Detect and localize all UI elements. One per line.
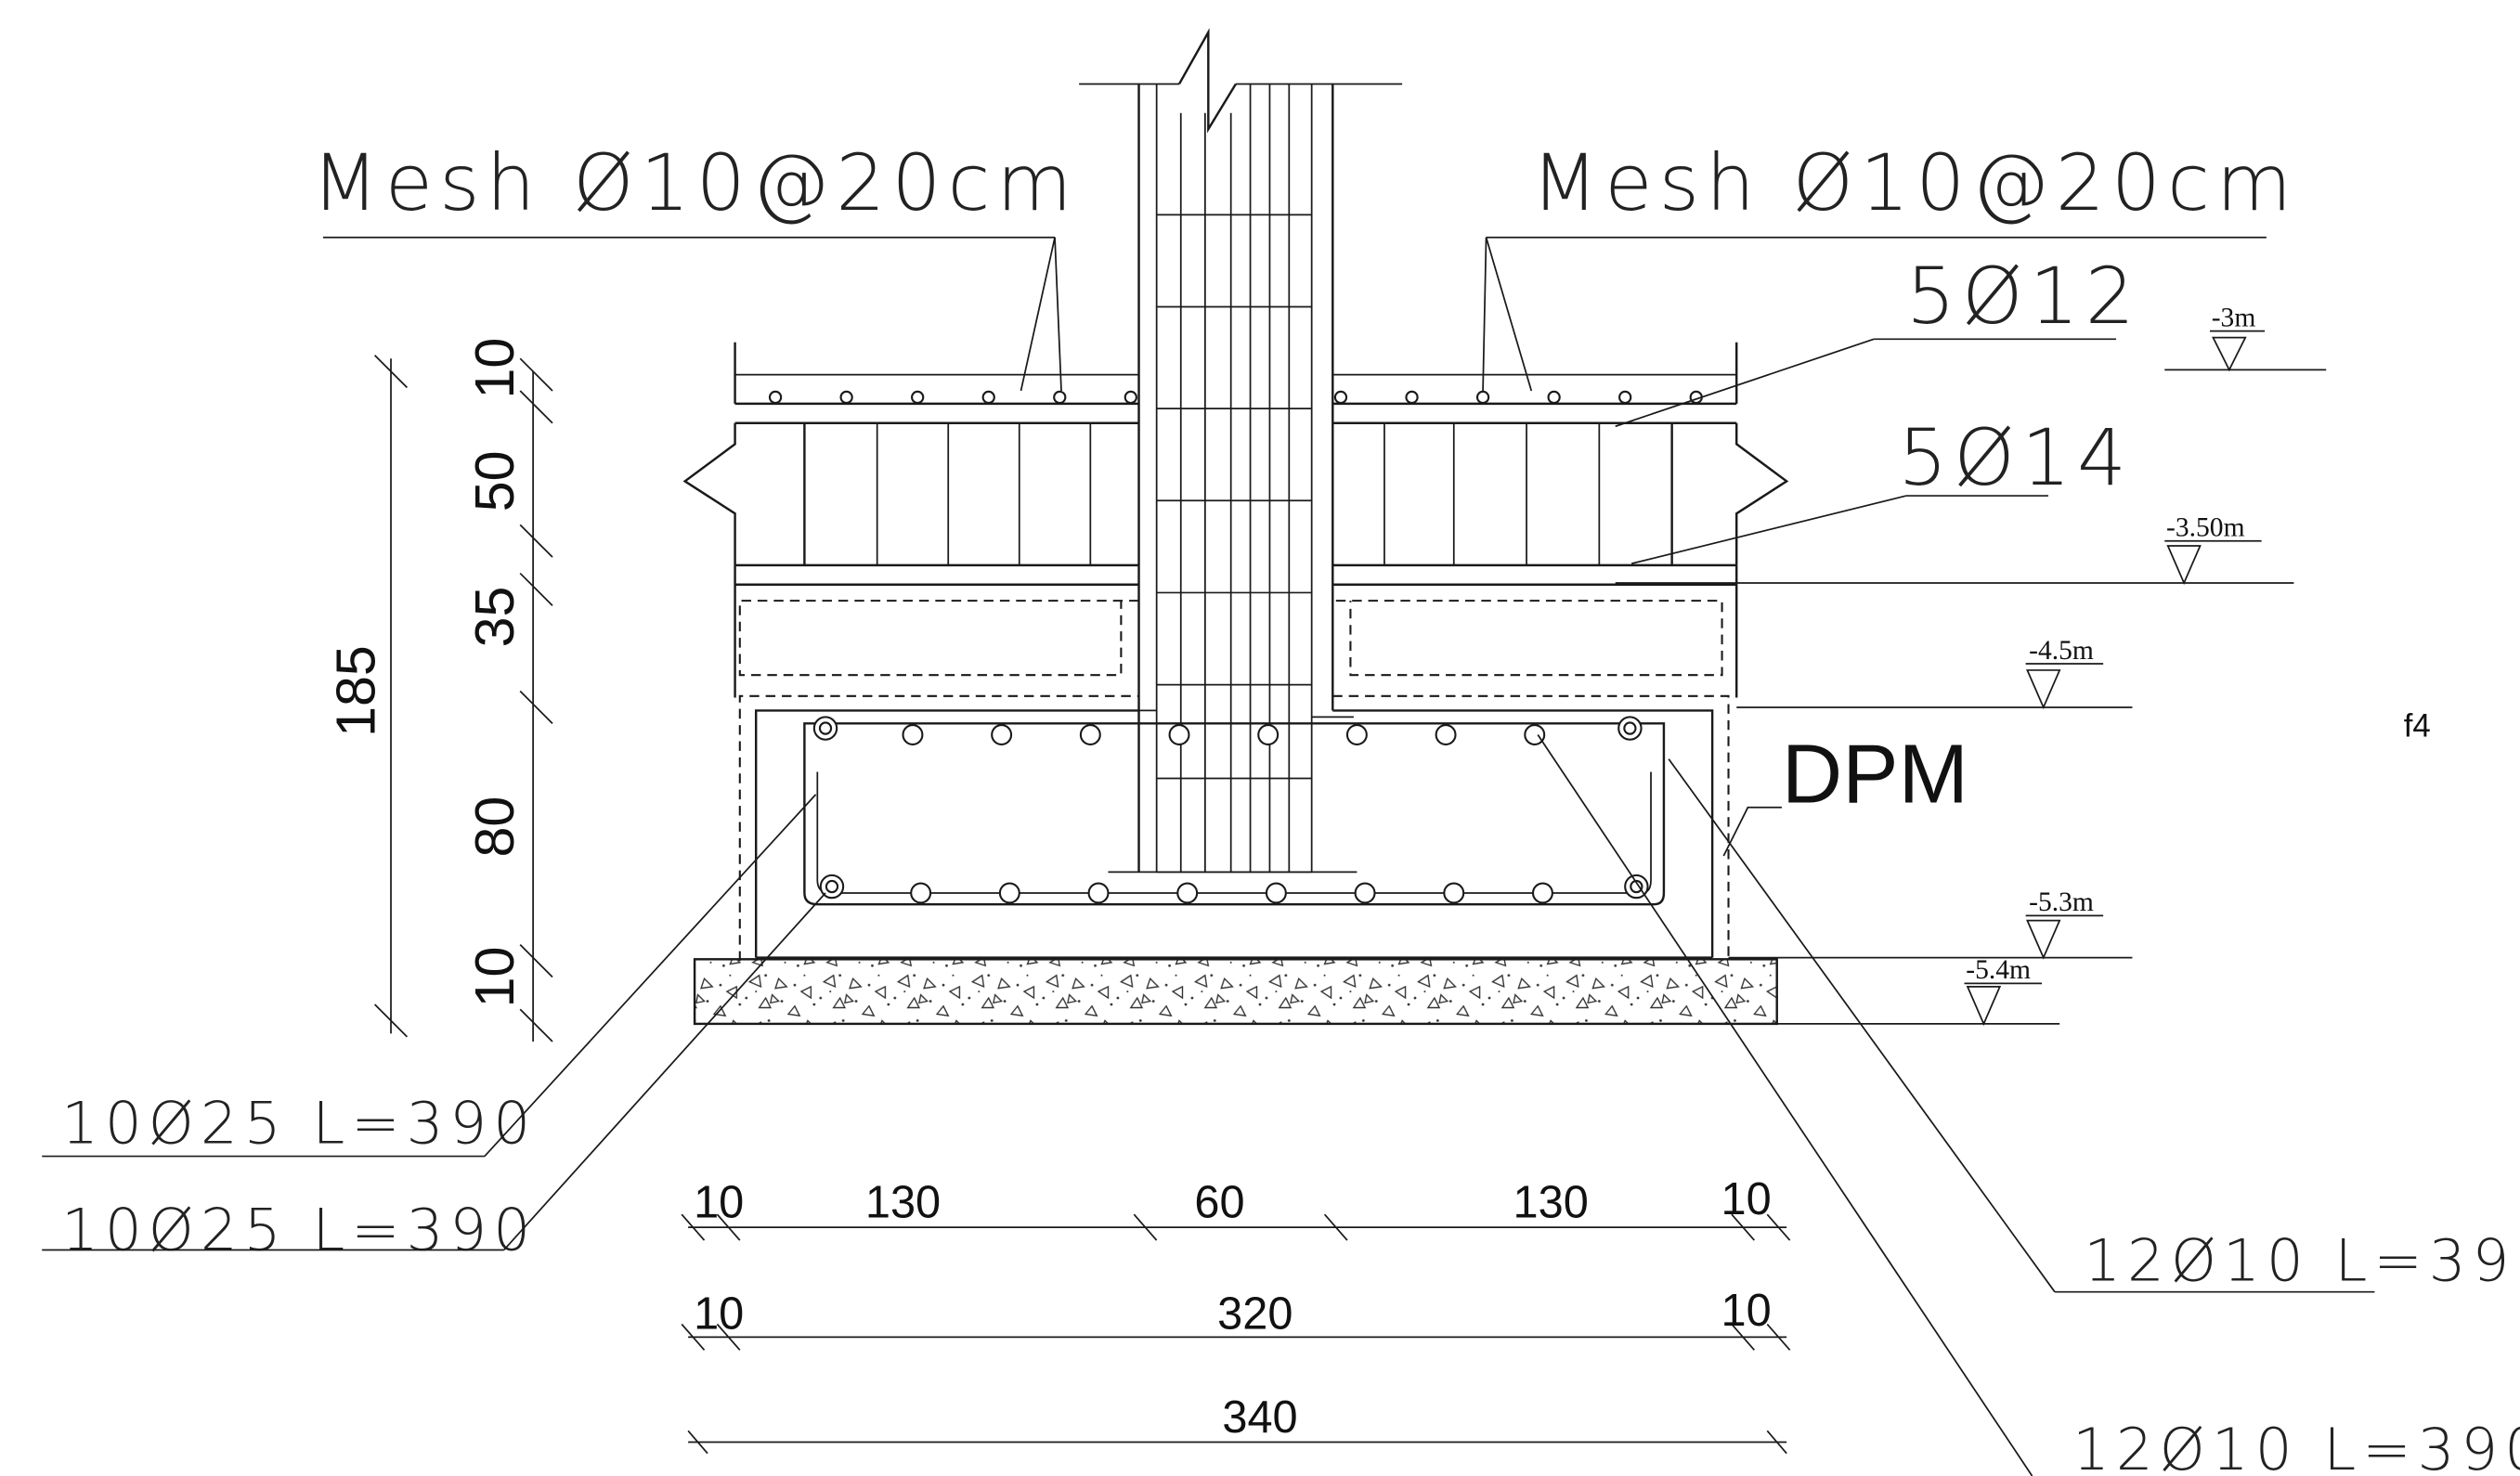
label-bottom-bars-2: 10Ø25 L=390 <box>61 1196 537 1263</box>
sheet-id: f4 <box>2404 708 2431 744</box>
dim-row1-3: 60 <box>1194 1178 1244 1228</box>
level-4: -5.3m <box>2029 887 2094 917</box>
dim-row2-3: 10 <box>1721 1286 1772 1336</box>
level-markers: -3m -3.50m -4.5m -5.3m -5.4m <box>1615 303 2327 1027</box>
label-mesh-right: Mesh Ø10@20cm <box>1531 137 2298 228</box>
dim-segment-3: 35 <box>463 587 526 648</box>
level-5: -5.4m <box>1966 955 2031 985</box>
label-5-bars-14: 5Ø14 <box>1898 412 2133 503</box>
label-mesh-left: Mesh Ø10@20cm <box>312 137 1079 228</box>
level-1: -3m <box>2212 303 2256 332</box>
level-2: -3.50m <box>2166 513 2245 543</box>
label-dpm: DPM <box>1782 728 1968 822</box>
horizontal-dimensions: 10 130 60 130 10 10 320 10 340 <box>681 1174 1791 1455</box>
dim-segment-5: 10 <box>463 947 526 1008</box>
vertical-dimensions: 185 10 50 35 80 10 <box>325 338 553 1042</box>
annotations: Mesh Ø10@20cm Mesh Ø10@20cm 5Ø12 5Ø14 DP… <box>42 137 2520 1476</box>
dim-row1-4: 130 <box>1513 1178 1589 1228</box>
dim-row2-1: 10 <box>694 1289 744 1340</box>
ground-beam <box>682 342 1789 698</box>
dim-row1-5: 10 <box>1721 1174 1772 1224</box>
footing <box>738 694 1730 962</box>
dim-segment-2: 50 <box>463 451 526 512</box>
dim-row2-2: 320 <box>1217 1289 1292 1340</box>
blinding-concrete <box>693 958 1778 1026</box>
dim-segment-1: 10 <box>463 338 526 399</box>
dim-row1-1: 10 <box>694 1178 744 1228</box>
column <box>1079 28 1403 874</box>
dim-segment-4: 80 <box>463 796 526 858</box>
dim-row3-total: 340 <box>1222 1392 1297 1443</box>
dim-total-height: 185 <box>325 645 387 737</box>
level-3: -4.5m <box>2029 636 2094 666</box>
dim-row1-2: 130 <box>865 1178 941 1228</box>
label-stirrup-bars-2: 12Ø10 L=390 <box>2072 1416 2520 1476</box>
label-5-bars-12: 5Ø12 <box>1906 251 2141 342</box>
label-stirrup-bars-1: 12Ø10 L=390 <box>2084 1227 2520 1295</box>
label-bottom-bars-1: 10Ø25 L=390 <box>61 1090 537 1158</box>
